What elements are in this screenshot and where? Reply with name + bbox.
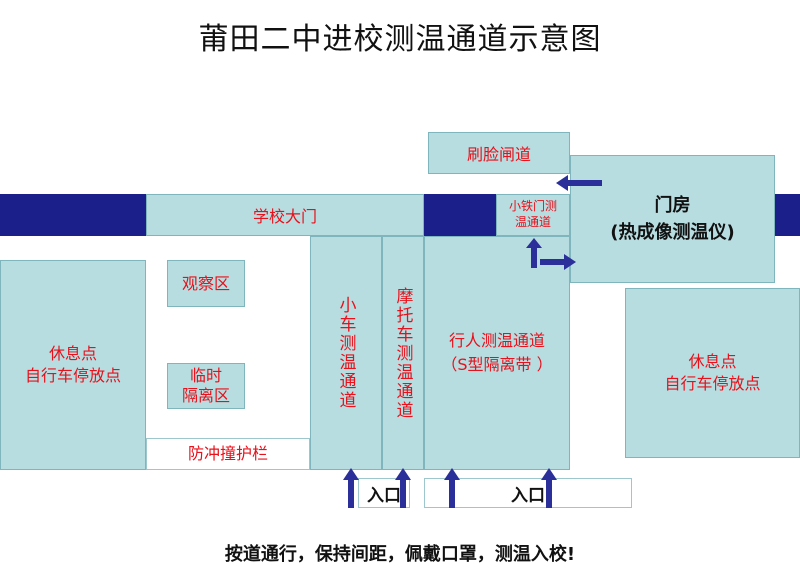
rest-left-label-2: 自行车停放点 xyxy=(24,366,121,385)
wall-middle xyxy=(424,194,496,236)
right-arrow-icon xyxy=(540,254,576,270)
barrier-label: 防冲撞护栏 xyxy=(187,444,268,464)
wall-left xyxy=(0,194,146,236)
observation-label: 观察区 xyxy=(181,273,230,293)
pedestrian-lane: 行人测温通道 （S型隔离带 ） xyxy=(424,236,570,470)
pedestrian-lane-sub-label: （S型隔离带 ） xyxy=(441,355,553,374)
guard-room-label: 门房 xyxy=(654,195,691,216)
rest-left-label-1: 休息点 xyxy=(48,344,97,364)
rest-right-label-2: 自行车停放点 xyxy=(664,374,761,393)
face-gate: 刷脸闸道 xyxy=(428,132,570,174)
rest-area-left: 休息点 自行车停放点 xyxy=(0,260,146,470)
isolation-label-1: 临时 xyxy=(189,366,222,385)
barrier: 防冲撞护栏 xyxy=(146,438,310,470)
car-lane: 小车测温通道 xyxy=(310,236,382,470)
observation-area: 观察区 xyxy=(167,260,245,307)
moto-lane: 摩托车测温通道 xyxy=(382,236,424,470)
car-lane-label: 小车测温通道 xyxy=(335,296,356,410)
up-arrow-icon xyxy=(395,468,411,508)
entrance-1-label: 入口 xyxy=(367,485,401,506)
diagram-title: 莆田二中进校测温通道示意图 xyxy=(198,22,602,57)
entrance-2-label: 入口 xyxy=(511,485,545,506)
up-arrow-icon xyxy=(541,468,557,508)
left-arrow-icon xyxy=(556,175,602,191)
rest-right-label-1: 休息点 xyxy=(688,352,737,372)
moto-lane-label: 摩托车测温通道 xyxy=(392,286,413,420)
guard-room: 门房 (热成像测温仪) xyxy=(570,155,775,283)
entrance-2: 入口 xyxy=(424,478,632,508)
small-gate-label-2: 温通道 xyxy=(514,215,551,229)
isolation-area: 临时 隔离区 xyxy=(167,363,245,409)
small-gate-channel: 小铁门测 温通道 xyxy=(496,194,570,236)
pedestrian-lane-label: 行人测温通道 xyxy=(448,331,545,350)
small-gate-label-1: 小铁门测 xyxy=(508,199,557,214)
isolation-label-2: 隔离区 xyxy=(181,386,230,405)
up-arrow-icon xyxy=(343,468,359,508)
rest-area-right: 休息点 自行车停放点 xyxy=(625,288,800,458)
up-arrow-icon xyxy=(526,238,542,268)
face-gate-label: 刷脸闸道 xyxy=(466,145,531,164)
main-gate-label: 学校大门 xyxy=(252,207,317,226)
wall-right xyxy=(772,194,800,236)
up-arrow-icon xyxy=(444,468,460,508)
guard-room-sub-label: (热成像测温仪) xyxy=(610,222,735,243)
main-gate: 学校大门 xyxy=(146,194,424,236)
footer-slogan: 按道通行，保持间距，佩戴口罩，测温入校! xyxy=(224,544,576,565)
